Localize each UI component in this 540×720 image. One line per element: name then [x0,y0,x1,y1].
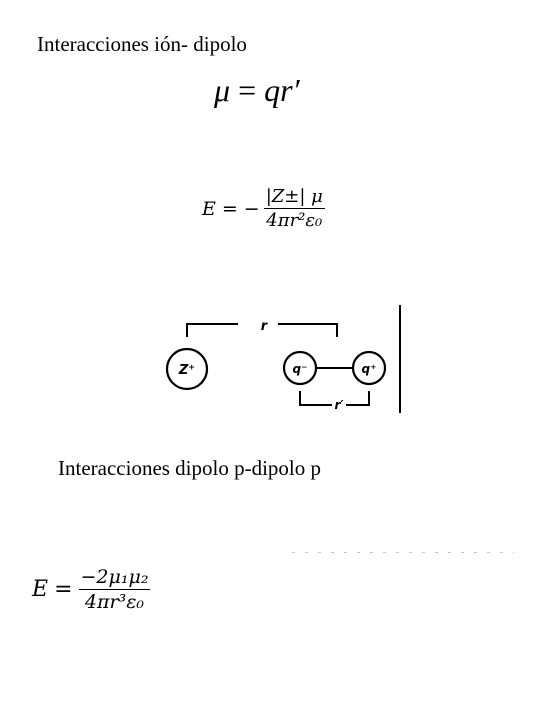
distance-bracket-left [186,323,238,337]
fraction-numerator: |Z±| μ [263,186,325,209]
dipole-length-label: r′ [334,398,344,412]
eq-lhs: E [202,197,216,220]
scan-artifact [292,552,514,553]
eq-lhs: E [32,577,49,602]
heading-dipole-dipole: Interacciones dipolo p-dipolo p [58,456,322,480]
fraction-numerator: −2μ₁μ₂ [78,566,151,590]
equation-dipole-moment: μ = qr′ [214,72,300,109]
equation-dipole-dipole-energy: E = −2μ₁μ₂ 4πr³ε₀ [32,566,151,613]
equation-ion-dipole-energy: E = − |Z±| μ 4πr²ε₀ [202,186,325,231]
eq-lhs: μ [214,72,231,108]
fraction-denominator: 4πr³ε₀ [84,591,145,613]
eq-equals: = [221,197,238,220]
positive-charge-label: q⁺ [362,362,377,376]
distance-bracket-right [278,323,338,337]
fraction: −2μ₁μ₂ 4πr³ε₀ [78,566,151,613]
fraction: |Z±| μ 4πr²ε₀ [263,186,325,231]
dipole-length-bracket-left [299,391,332,406]
fraction-denominator: 4πr²ε₀ [266,210,323,231]
heading-ion-dipole: Interacciones ión- dipolo [37,32,247,56]
negative-charge-label: q⁻ [293,362,308,376]
ion-dipole-diagram: r Z⁺ q⁻ q⁺ r′ [165,319,387,412]
eq-equals: = [54,577,73,602]
eq-equals: = [238,72,257,108]
eq-rhs: qr′ [264,72,300,108]
divider-line [399,305,401,413]
ion-circle [165,347,209,391]
eq-sign: − [243,197,260,220]
distance-label: r [261,319,269,334]
positive-charge-circle [351,350,387,386]
ion-label: Z⁺ [178,363,195,378]
dipole-length-bracket-right [346,391,370,406]
